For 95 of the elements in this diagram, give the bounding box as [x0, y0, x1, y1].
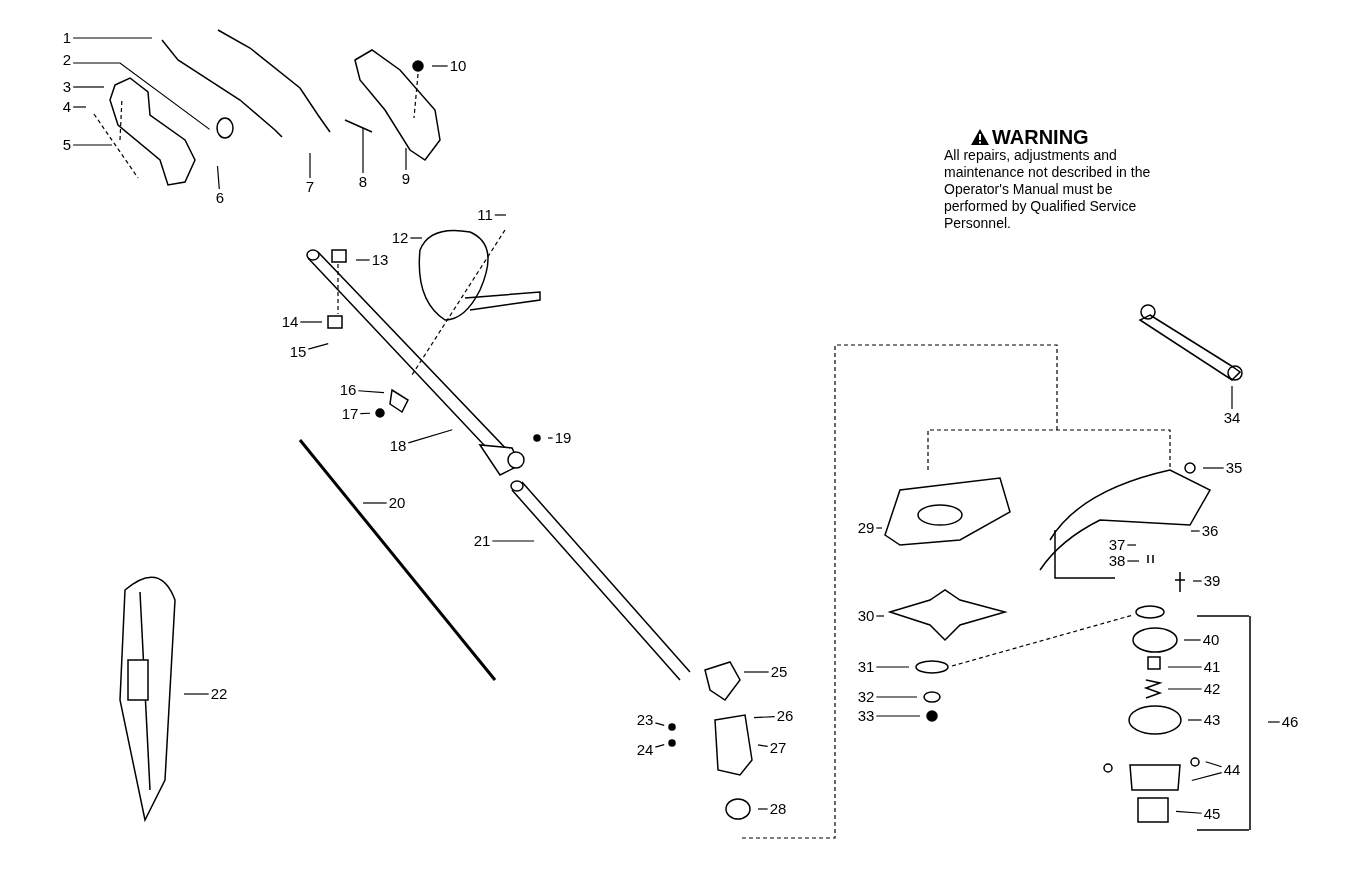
callout-number: 8 [358, 174, 368, 190]
leader-line [491, 540, 535, 542]
leader-line [757, 808, 769, 810]
callout-number: 37 [1108, 537, 1126, 553]
callout-number: 16 [339, 382, 357, 398]
leader-line [307, 343, 329, 350]
callout-number: 40 [1202, 632, 1220, 648]
callout-number: 45 [1203, 806, 1221, 822]
leader-line [1231, 385, 1233, 410]
callout-number: 36 [1201, 523, 1219, 539]
leader-line [743, 671, 770, 673]
leader-line [1190, 530, 1201, 532]
callout-number: 30 [857, 608, 875, 624]
leader-line [1267, 721, 1281, 723]
leader-line [405, 147, 407, 171]
leader-line [299, 321, 323, 323]
leader-line [72, 106, 87, 108]
leader-line [183, 693, 210, 695]
callout-number: 38 [1108, 553, 1126, 569]
leader-line [654, 722, 665, 726]
leader-line [359, 412, 371, 415]
callout-number: 4 [62, 99, 72, 115]
callout-number: 20 [388, 495, 406, 511]
callout-number: 18 [389, 438, 407, 454]
leader-line [1192, 580, 1203, 582]
leader-line [757, 744, 769, 747]
leader-line [494, 214, 507, 216]
leader-line [72, 62, 211, 130]
leader-line [1167, 666, 1203, 668]
callout-number: 12 [391, 230, 409, 246]
leader-line [431, 65, 449, 67]
leader-line [309, 152, 311, 179]
callout-number: 31 [857, 659, 875, 675]
callout-number: 22 [210, 686, 228, 702]
leader-line [407, 429, 453, 444]
leader-line [216, 165, 220, 190]
warning-note: All repairs, adjustments and maintenance not described in the Operator's Manual must be performed by Qualified Service Personnel. [944, 147, 1152, 232]
leader-line [1205, 761, 1223, 768]
callout-number: 27 [769, 740, 787, 756]
leader-line [362, 502, 388, 504]
callout-number: 17 [341, 406, 359, 422]
callout-number: 32 [857, 689, 875, 705]
leader-line [72, 86, 105, 88]
callout-number: 19 [554, 430, 572, 446]
leader-line [1126, 544, 1137, 546]
leader-line [875, 666, 910, 668]
leader-line [355, 259, 371, 261]
leader-line [1126, 560, 1140, 562]
callout-number: 41 [1203, 659, 1221, 675]
callout-number: 29 [857, 520, 875, 536]
leader-line [875, 696, 918, 698]
callout-number: 34 [1223, 410, 1241, 426]
leader-line [357, 390, 385, 394]
callout-number: 28 [769, 801, 787, 817]
warning-heading: WARNING [992, 126, 1089, 148]
callout-number: 24 [636, 742, 654, 758]
leader-line [1175, 810, 1203, 814]
leader-line [72, 37, 153, 39]
callout-number: 6 [215, 190, 225, 206]
leader-line [753, 715, 776, 719]
callout-number: 46 [1281, 714, 1299, 730]
callout-number: 14 [281, 314, 299, 330]
leader-line [1191, 772, 1223, 782]
callout-number: 21 [473, 533, 491, 549]
callout-number: 11 [477, 207, 493, 223]
leader-line [654, 744, 665, 748]
callout-number: 13 [371, 252, 389, 268]
leader-line [72, 144, 113, 146]
callout-number: 5 [62, 137, 72, 153]
callout-number: 33 [857, 708, 875, 724]
leader-line [409, 237, 423, 239]
leader-line [362, 127, 364, 174]
callout-number: 39 [1203, 573, 1221, 589]
callout-number: 25 [770, 664, 788, 680]
leader-line [547, 437, 554, 439]
callout-number: 42 [1203, 681, 1221, 697]
callout-number: 2 [62, 52, 72, 68]
leader-line [1167, 688, 1203, 690]
callout-number: 26 [776, 708, 794, 724]
callout-number: 10 [449, 58, 467, 74]
callout-number: 23 [636, 712, 654, 728]
callout-number: 44 [1223, 762, 1241, 778]
callout-number: 7 [305, 179, 315, 195]
callout-number: 15 [289, 344, 307, 360]
callout-number: 1 [62, 30, 72, 46]
leader-line [1183, 639, 1202, 641]
leader-line [875, 527, 883, 529]
callout-number: 3 [62, 79, 72, 95]
leader-line [875, 715, 921, 717]
leader-line [875, 615, 885, 617]
callout-number: 9 [401, 171, 411, 187]
callout-number: 43 [1203, 712, 1221, 728]
leader-line [1202, 467, 1225, 469]
callout-number: 35 [1225, 460, 1243, 476]
leader-line [1187, 719, 1203, 721]
